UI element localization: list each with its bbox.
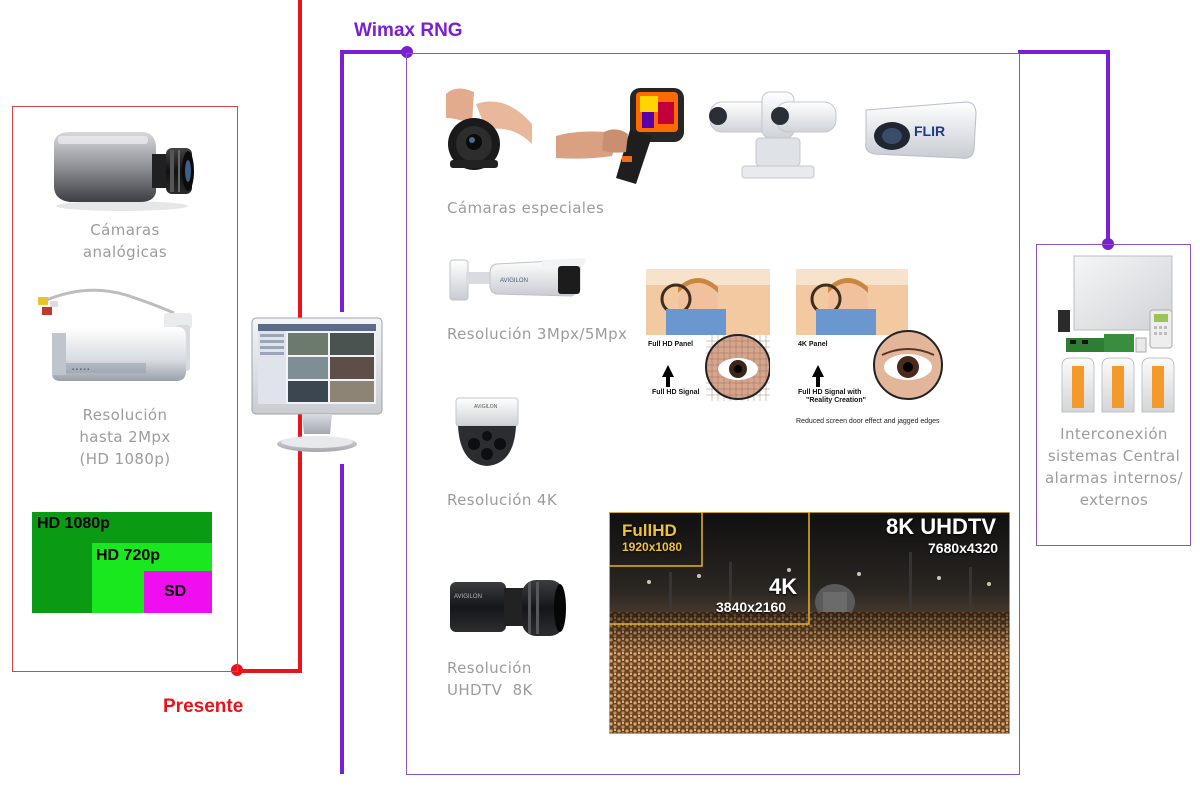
svg-text:FLIR: FLIR	[914, 123, 945, 139]
comparison-image-right	[796, 269, 946, 401]
analog-caption-line2: analógicas	[82, 243, 168, 261]
res-caption-line2: hasta 2Mpx	[79, 428, 171, 446]
comparison-left-panel-label: Full HD Panel	[648, 341, 694, 348]
res-4k-caption: Resolución 4K	[447, 491, 558, 509]
svg-text:AVIGILON: AVIGILON	[474, 404, 498, 410]
presente-label: Presente	[163, 696, 244, 717]
comparison-footnote: Reduced screen door effect and jagged ed…	[796, 418, 940, 425]
purple-line-vertical-bottom	[340, 464, 344, 774]
flir-camera-image: FLIR	[862, 96, 980, 168]
analog-caption-line1: Cámaras	[90, 221, 160, 239]
res-label-sd: SD	[164, 583, 187, 600]
comparison-right-signal-label-2: "Reality Creation"	[806, 397, 866, 404]
res-caption-line1: Resolución	[82, 406, 168, 424]
svg-text:AVIGILON: AVIGILON	[454, 594, 482, 600]
comparison-image-left	[646, 269, 770, 401]
comparison-left-signal-label: Full HD Signal	[652, 389, 700, 396]
res-caption-line3: (HD 1080p)	[79, 450, 171, 468]
purple-line-horizontal-top	[340, 50, 408, 54]
uhdtv-caption-line1: Resolución	[447, 659, 532, 677]
bullet-3mpx-camera-image: AVIGILON	[446, 252, 588, 308]
uhd-8k-res: 7680x4320	[928, 540, 999, 556]
right-caption-line1: Interconexión	[1060, 425, 1168, 443]
purple-line-right-horizontal	[1018, 50, 1110, 54]
res-block-sd	[144, 571, 212, 613]
dome-camera-image: AVIGILON	[450, 394, 524, 470]
res-3mpx-caption: Resolución 3Mpx/5Mpx	[447, 325, 628, 343]
alarm-system-image	[1056, 254, 1176, 418]
mini-camera-image	[446, 84, 534, 186]
special-cameras-caption: Cámaras especiales	[447, 199, 605, 217]
uhd-fullhd-label: FullHD	[622, 521, 677, 540]
right-panel-box	[1036, 244, 1191, 546]
comparison-right-signal-label-1: Full HD Signal with	[798, 389, 862, 396]
bullet-camera-image: ▪ ▪ ▪ ▪ ▪	[36, 285, 212, 395]
svg-text:▪ ▪ ▪ ▪ ▪: ▪ ▪ ▪ ▪ ▪	[72, 367, 89, 373]
uhd-fullhd-res: 1920x1080	[622, 540, 683, 554]
monitor-image	[250, 316, 384, 462]
uhdtv-crowd-image	[609, 512, 1010, 734]
left-panel-box	[12, 106, 238, 672]
purple-connector-dot-top	[401, 46, 413, 58]
thermal-camera-image	[556, 80, 688, 190]
uhd-4k-label: 4K	[769, 574, 798, 599]
wimax-label: Wimax RNG	[354, 20, 463, 41]
res-label-720p: HD 720p	[96, 547, 161, 564]
right-caption-line3: alarmas internos/	[1045, 469, 1183, 487]
purple-line-right-vertical	[1106, 50, 1110, 246]
analog-camera-image	[48, 120, 196, 212]
uhdtv-camera-image: AVIGILON	[448, 576, 568, 642]
uhdtv-caption-line2: UHDTV 8K	[447, 681, 533, 699]
svg-text:AVIGILON: AVIGILON	[500, 278, 528, 284]
right-caption-line2: sistemas Central	[1047, 447, 1181, 465]
right-caption-line4: externos	[1079, 491, 1149, 509]
purple-line-vertical-top	[340, 50, 344, 312]
center-panel-box	[406, 53, 1020, 775]
uhd-8k-label: 8K UHDTV	[886, 514, 997, 539]
comparison-right-panel-label: 4K Panel	[798, 341, 828, 348]
uhd-4k-res: 3840x2160	[716, 599, 787, 615]
res-label-1080p: HD 1080p	[37, 515, 110, 532]
red-line-horizontal	[237, 669, 302, 673]
ptz-camera-image	[704, 86, 840, 186]
